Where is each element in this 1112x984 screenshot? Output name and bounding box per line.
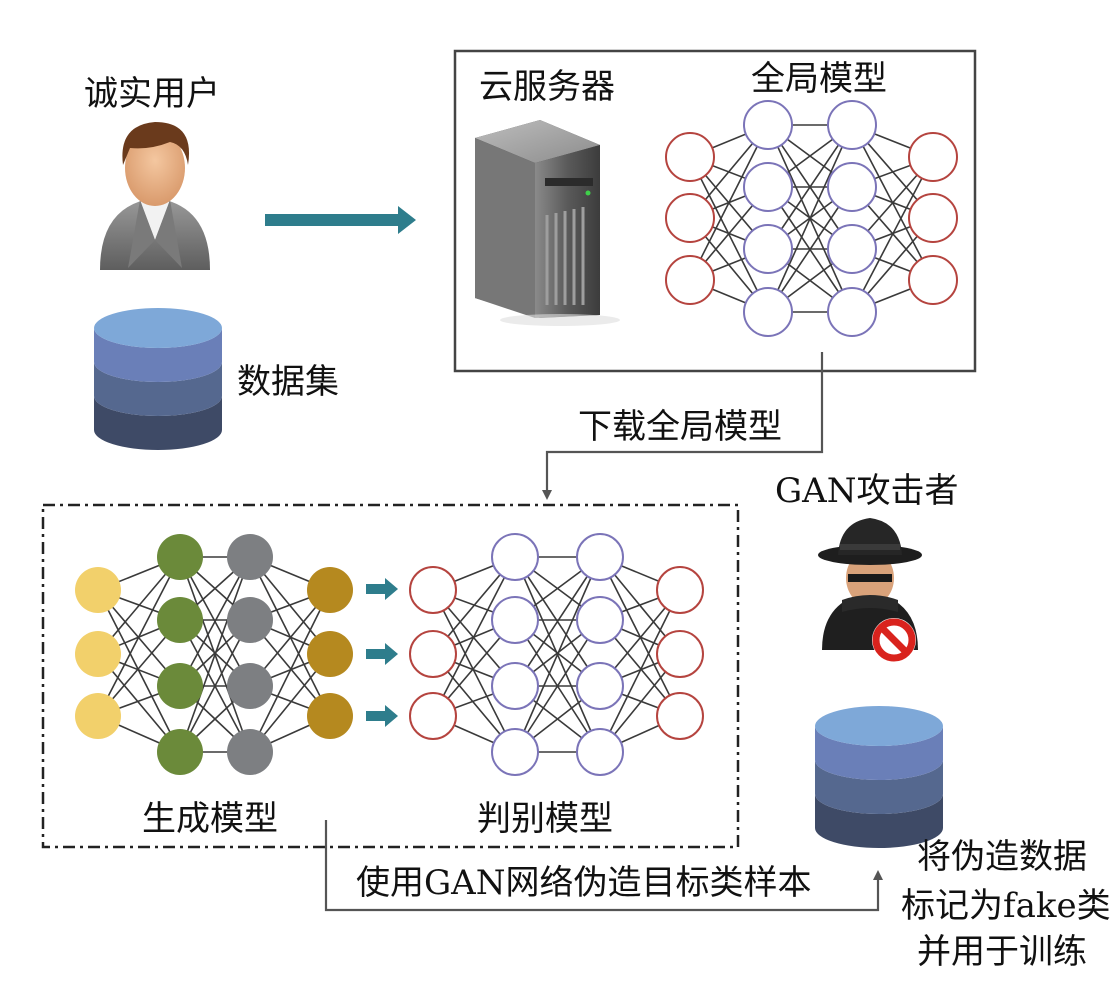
edge [179,556,251,687]
neuron-node [75,693,121,739]
edge [97,556,181,717]
neuron-node [491,533,539,581]
neuron-node [665,132,715,182]
neuron-node [157,534,203,580]
discriminator-model-label: 判别模型 [477,799,613,839]
edge [514,556,601,687]
edge [689,124,769,281]
neuron-node [665,193,715,243]
neuron-node [409,566,457,614]
database-layer [94,396,222,450]
attacker-database-icon [815,706,943,848]
forge-samples-label: 使用GAN网络伪造目标类样本 [356,863,811,903]
neuron-node [743,224,793,274]
edge [851,156,934,313]
forbidden-sign-icon [872,618,916,662]
database-layer [815,760,943,814]
edge [514,556,601,753]
generator-network [75,534,353,775]
neuron-node [743,162,793,212]
neuron-node [827,100,877,150]
database-icon [94,308,222,450]
neuron-node [227,534,273,580]
forge-connector [324,820,883,912]
neuron-node [307,631,353,677]
global-model-network [665,100,958,337]
database-top [94,308,222,348]
generated-samples-arrows [366,578,398,727]
neuron-node [908,255,958,305]
neuron-node [409,692,457,740]
edge [249,589,331,753]
edge [767,186,853,313]
neuron-node [908,132,958,182]
neuron-node [307,693,353,739]
neuron-node [743,287,793,337]
neuron-node [576,662,624,710]
database-layer [815,726,943,780]
neuron-node [576,728,624,776]
neuron-node [491,596,539,644]
neuron-node [827,224,877,274]
cloud-server-label: 云服务器 [479,67,615,107]
neuron-node [409,630,457,678]
neuron-node [827,287,877,337]
edge [599,589,681,753]
edge [514,619,601,753]
neuron-node [656,566,704,614]
database-layer [94,328,222,382]
neuron-node [157,663,203,709]
teal-arrow-1 [366,578,398,600]
edge [432,589,516,753]
neuron-node [827,162,877,212]
neuron-node [227,597,273,643]
edge [179,556,251,753]
neuron-node [576,596,624,644]
download-global-model-label: 下载全局模型 [578,407,782,447]
neuron-node [157,729,203,775]
neuron-node [576,533,624,581]
database-top [815,706,943,746]
download-connector [542,352,824,500]
neuron-node [227,729,273,775]
gan-attacker-label: GAN攻击者 [775,471,958,511]
neuron-node [665,255,715,305]
discriminator-network [409,533,704,776]
cloud-server-box [453,49,977,373]
user-avatar-icon [100,122,210,270]
global-model-label: 全局模型 [751,59,887,99]
neuron-node [307,567,353,613]
edge [97,589,181,753]
teal-arrow-3 [366,705,398,727]
neuron-node [75,631,121,677]
upload-arrow [265,206,416,234]
mark-fake-line2: 标记为fake类 [901,886,1111,926]
generator-model-label: 生成模型 [142,799,278,839]
neuron-node [227,663,273,709]
honest-user-label: 诚实用户 [84,74,220,114]
neuron-node [743,100,793,150]
edge [767,124,853,313]
neuron-node [491,662,539,710]
attacker-model-box [41,503,740,849]
database-layer [815,794,943,848]
dataset-label: 数据集 [237,362,339,402]
mark-fake-line1: 将伪造数据 [917,837,1087,877]
server-tower-icon [475,120,620,326]
neuron-node [908,193,958,243]
teal-arrow-2 [366,643,398,665]
edge [179,619,251,753]
neuron-node [157,597,203,643]
edge [432,556,516,717]
database-layer [94,362,222,416]
mark-fake-line3: 并用于训练 [917,932,1087,972]
neuron-node [491,728,539,776]
neuron-node [75,567,121,613]
neuron-node [656,630,704,678]
neuron-node [656,692,704,740]
